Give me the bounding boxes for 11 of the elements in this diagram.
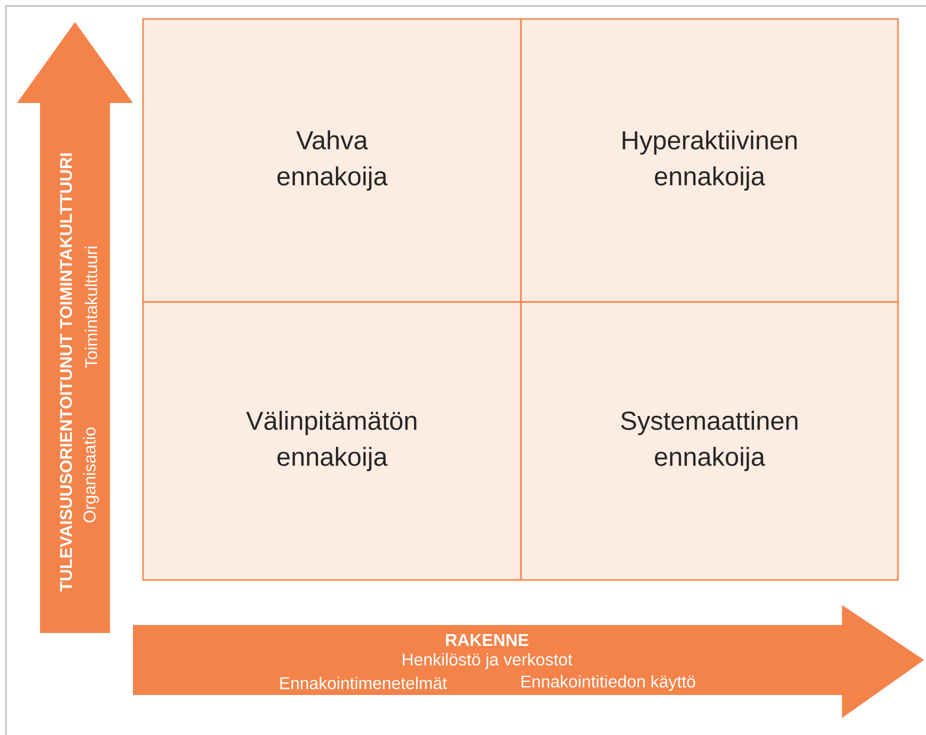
quadrant-box: Vahva ennakoija: [142, 18, 522, 303]
axis-label: Henkilöstö ja verkostot: [402, 653, 572, 669]
axis-label: RAKENNE: [446, 634, 528, 646]
axis-label: Organisaatio: [83, 428, 99, 522]
axis-label: TULEVAISUUSORIENTOITUNUT TOIMINTAKULTTUURI: [60, 153, 72, 592]
quadrant-box: Välinpitämätön ennakoija: [142, 301, 522, 581]
axis-label: Toimintakulttuuri: [84, 246, 98, 368]
quadrant-box: Systemaattinen ennakoija: [520, 301, 899, 581]
axis-label: Ennakointimenetelmät: [280, 676, 447, 690]
axis-label: Ennakointitiedon käyttö: [522, 675, 696, 691]
quadrant-box: Hyperaktiivinen ennakoija: [520, 18, 899, 303]
